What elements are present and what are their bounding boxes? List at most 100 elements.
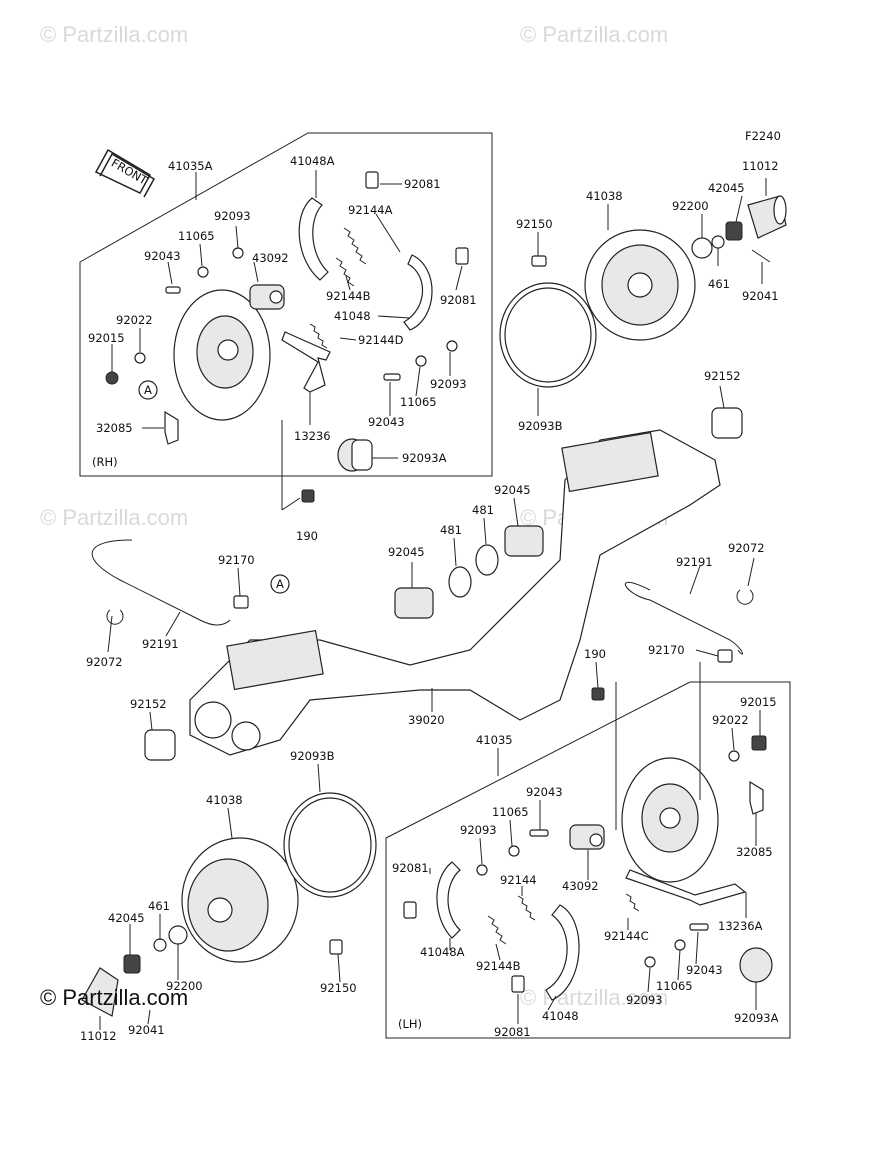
washer — [711, 235, 725, 249]
o-ring — [499, 282, 597, 388]
pin — [165, 286, 181, 294]
brake-lever — [281, 331, 331, 393]
part-number: 92191 — [676, 555, 713, 569]
callout-a-label: A — [276, 577, 284, 591]
brake-backing-plate — [173, 289, 271, 421]
brake-shoe — [298, 197, 329, 281]
washer — [232, 247, 244, 259]
watermark: © Partzilla.com — [40, 22, 189, 47]
part-number: 92045 — [494, 483, 531, 497]
part-number: 92093B — [290, 749, 335, 763]
part-number: 92093 — [460, 823, 497, 837]
brake-hose — [91, 539, 231, 626]
pin — [689, 923, 709, 931]
part-number: 41048 — [542, 1009, 579, 1023]
washer — [446, 340, 458, 352]
dust-seal — [337, 438, 373, 472]
part-number: 92072 — [728, 541, 765, 555]
part-number: 41035A — [168, 159, 213, 173]
snap-ring — [475, 544, 499, 576]
part-number: 190 — [296, 529, 318, 543]
part-number: 39020 — [408, 713, 445, 727]
part-number: 92093A — [402, 451, 447, 465]
washer — [153, 938, 167, 952]
pin — [529, 829, 549, 837]
part-number: 461 — [148, 899, 170, 913]
watermark: © Partzilla.com — [520, 22, 669, 47]
part-labels: 41035A 41048A 92081 92093 92144A 11065 9… — [80, 154, 779, 1043]
part-number: 92022 — [116, 313, 153, 327]
part-number: 92144B — [326, 289, 371, 303]
part-number: 92144B — [476, 959, 521, 973]
part-number: 42045 — [108, 911, 145, 925]
part-number: 92144D — [358, 333, 404, 347]
washer — [674, 939, 686, 951]
part-number: 92043 — [686, 963, 723, 977]
part-number: 92043 — [526, 785, 563, 799]
hose-clamp — [106, 609, 124, 625]
part-number: 92093 — [214, 209, 251, 223]
part-number: 92081 — [392, 861, 429, 875]
spring — [517, 895, 536, 921]
nut — [725, 221, 743, 241]
part-number: 92022 — [712, 713, 749, 727]
part-number: 92152 — [130, 697, 167, 711]
part-number: 43092 — [252, 251, 289, 265]
spring — [335, 257, 355, 287]
bushing — [144, 729, 176, 761]
watermark: © Partzilla.com — [520, 985, 669, 1010]
bolt — [329, 939, 343, 955]
brake-shoe — [545, 904, 580, 1001]
brake-backing-plate — [621, 757, 719, 883]
callout-a-label: A — [144, 383, 152, 397]
part-number: 92072 — [86, 655, 123, 669]
pin — [383, 373, 401, 381]
part-number: 11065 — [400, 395, 437, 409]
part-number: 92041 — [742, 289, 779, 303]
part-number: 11012 — [80, 1029, 117, 1043]
part-number: 32085 — [96, 421, 133, 435]
part-number: 92152 — [704, 369, 741, 383]
clip — [164, 410, 179, 445]
bushing — [711, 407, 743, 439]
spring — [343, 227, 367, 265]
brake-lever — [625, 869, 747, 906]
part-number: 41038 — [586, 189, 623, 203]
rh-section-box — [79, 132, 493, 477]
part-number: 92144A — [348, 203, 393, 217]
part-number: 92144C — [604, 929, 649, 943]
part-number: 92150 — [320, 981, 357, 995]
part-number: 92093 — [430, 377, 467, 391]
dust-seal — [739, 947, 773, 983]
part-number: 92093 — [626, 993, 663, 1007]
clip — [749, 780, 764, 815]
part-number: 92150 — [516, 217, 553, 231]
callout-a — [270, 574, 290, 594]
hose-clamp — [233, 595, 249, 609]
part-number: 13236A — [718, 919, 763, 933]
washer — [134, 352, 146, 364]
part-number: 92043 — [368, 415, 405, 429]
brake-hose — [625, 581, 743, 655]
washer — [168, 925, 188, 945]
hose-clamp — [717, 649, 733, 663]
housing-end — [194, 701, 232, 739]
brake-drum — [181, 837, 299, 963]
callout-a — [138, 380, 158, 400]
spring — [487, 915, 507, 945]
clip — [403, 901, 417, 919]
part-number: 92093B — [518, 419, 563, 433]
wheel-cylinder — [569, 824, 605, 850]
part-number: 92081 — [440, 293, 477, 307]
brake-shoe — [403, 254, 433, 331]
housing-end — [231, 721, 261, 751]
part-number: 41035 — [476, 733, 513, 747]
washer — [691, 237, 713, 259]
part-number: 11065 — [492, 805, 529, 819]
part-number: 92081 — [404, 177, 441, 191]
bearing — [394, 587, 434, 619]
part-number: 92200 — [166, 979, 203, 993]
washer — [476, 864, 488, 876]
nut — [105, 371, 119, 385]
